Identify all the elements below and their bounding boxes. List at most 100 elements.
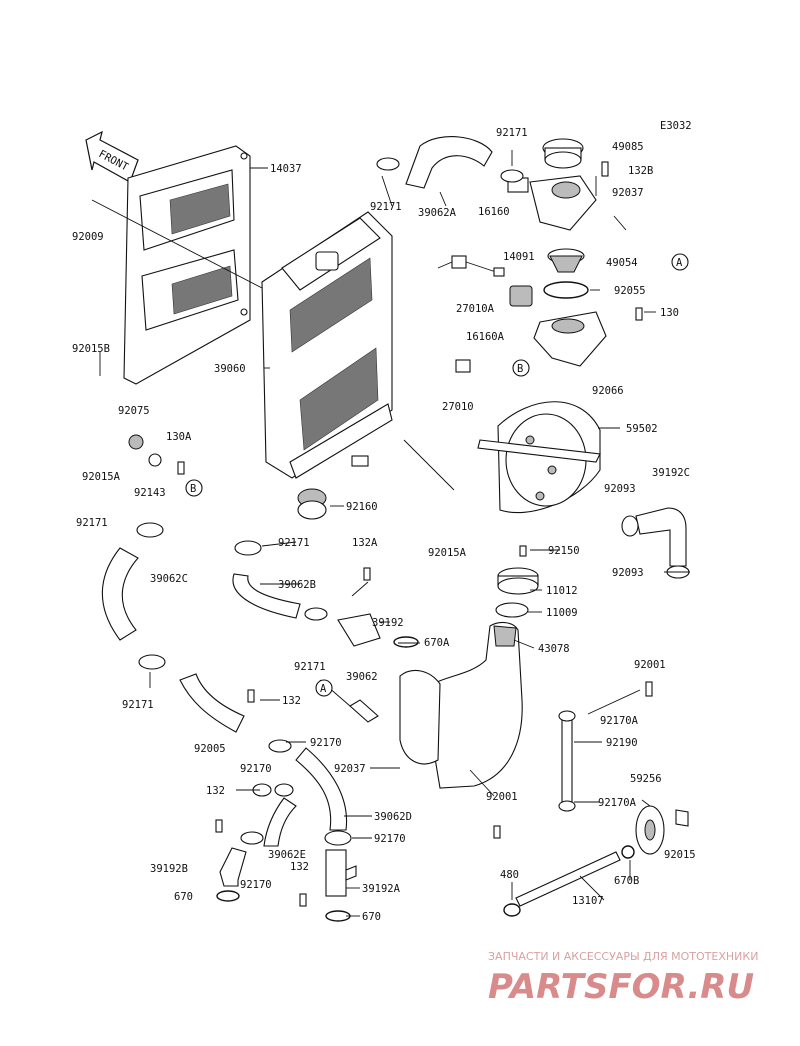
thermostat-housing-upper [507,175,597,231]
callout-A-lower-text: A [320,683,327,695]
part-label: 92001 [634,659,666,671]
pump-shaft [503,845,635,917]
part-label: 92170 [374,833,406,845]
part-label: 132B [628,165,653,177]
callout-A-upper-text: A [676,257,683,269]
part-label: 92015A [82,471,121,483]
part-label: 39192A [362,883,401,895]
part-label: 49054 [606,257,638,269]
part-label: 27010 [442,401,474,413]
part-label: 670A [424,637,450,649]
part-label: 14091 [503,251,535,263]
part-label: 92015 [664,849,696,861]
part-label: 132 [290,861,309,873]
part-label: 132A [352,537,378,549]
hose-39062E [263,797,297,847]
part-label: 92143 [134,487,166,499]
part-label: 92171 [496,127,528,139]
front-arrow: FRONT [85,130,139,183]
part-label: 92066 [592,385,624,397]
part-label: 92171 [76,517,108,529]
thermostat-housing-lower [533,311,607,367]
watermark-logo: PARTSFOR.RU [488,967,754,1007]
reservoir-tank [399,621,523,789]
part-label: 39062C [150,573,188,585]
part-label: 39192B [150,863,188,875]
part-label: 92170A [600,715,639,727]
pump-ring-11009 [495,602,529,618]
callout-B-lower-text: B [190,483,196,495]
temp-sensor-27010A [451,255,505,277]
temp-sensor-27010 [455,359,471,373]
part-label: 39192C [652,467,690,479]
callout-B-lower: B [185,479,203,497]
pipe-39192B [216,847,247,902]
part-label: 132 [282,695,301,707]
shaft-92190 [558,710,576,812]
part-label: 49085 [612,141,644,153]
part-label: 39060 [214,363,246,375]
part-label: 14037 [270,163,302,175]
part-label: 670 [174,891,193,903]
hose-39062 [349,699,379,723]
part-label: 92055 [614,285,646,297]
part-label: 92093 [604,483,636,495]
part-label: 92075 [118,405,150,417]
callout-B-upper-text: B [517,363,523,375]
callout-A-upper: A [671,253,689,271]
part-label: 43078 [538,643,570,655]
part-label: 92190 [606,737,638,749]
part-label: 39062A [418,207,457,219]
part-label: 92001 [486,791,518,803]
part-label: 16160 [478,206,510,218]
part-label: 11009 [546,607,578,619]
part-label: 92009 [72,231,104,243]
part-label: 670B [614,875,639,887]
pipe-39192 [337,613,419,648]
part-label: 39192 [372,617,404,629]
hose-39062D [295,747,348,831]
pipe-39192A [325,849,357,922]
radiator-cap [542,138,584,169]
part-labels: 14037 92009 92171 92171 39062A 49085 132… [72,127,696,923]
watermark: ЗАПЧАСТИ И АКСЕССУАРЫ ДЛЯ МОТОТЕХНИКИ PA… [488,950,758,1007]
part-label: 92150 [548,545,580,557]
radiator-screen [123,145,251,385]
part-label: 92171 [278,537,310,549]
watermark-caption: ЗАПЧАСТИ И АКСЕССУАРЫ ДЛЯ МОТОТЕХНИКИ [488,950,758,963]
part-label: 92170A [598,797,637,809]
impeller [635,805,689,855]
hose-39062A [405,136,493,189]
part-label: 92171 [294,661,326,673]
part-label: 670 [362,911,381,923]
pipe-39192C [621,507,690,579]
radiator [261,211,393,479]
part-label: 92037 [612,187,644,199]
part-label: 59256 [630,773,662,785]
callout-A-lower: A [315,679,333,697]
part-label: 92170 [240,763,272,775]
part-label: 130 [660,307,679,319]
part-label: 11012 [546,585,578,597]
part-label: 39062 [346,671,378,683]
bolts [177,161,653,907]
thermostat [547,248,585,273]
part-label: 92171 [370,201,402,213]
part-label: 39062E [268,849,306,861]
part-label: 92015B [72,343,110,355]
fan-shroud [477,401,601,514]
part-label: 92170 [240,879,272,891]
part-label: 13107 [572,895,604,907]
pump-seal-11012 [497,567,539,595]
part-label: 92005 [194,743,226,755]
sensor-14091 [509,285,533,307]
part-label: 39062B [278,579,316,591]
o-ring-92055 [543,281,589,299]
part-label: 92015A [428,547,467,559]
callout-B-upper: B [512,359,530,377]
hose-39062B [232,573,301,619]
part-label: 92171 [122,699,154,711]
part-label: 92037 [334,763,366,775]
part-label: 92170 [310,737,342,749]
part-label: 27010A [456,303,495,315]
